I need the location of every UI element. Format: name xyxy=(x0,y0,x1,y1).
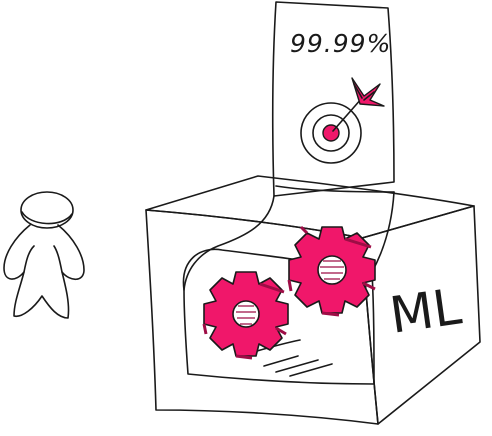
person-icon xyxy=(3,191,85,319)
target-icon xyxy=(300,102,362,164)
ml-label: ML xyxy=(386,277,465,344)
gear-icon xyxy=(287,225,376,317)
arrow-icon xyxy=(332,77,385,132)
gear-icon xyxy=(202,271,289,360)
result-sheet: 99.99% xyxy=(271,1,395,197)
accuracy-label: 99.99% xyxy=(290,29,391,58)
